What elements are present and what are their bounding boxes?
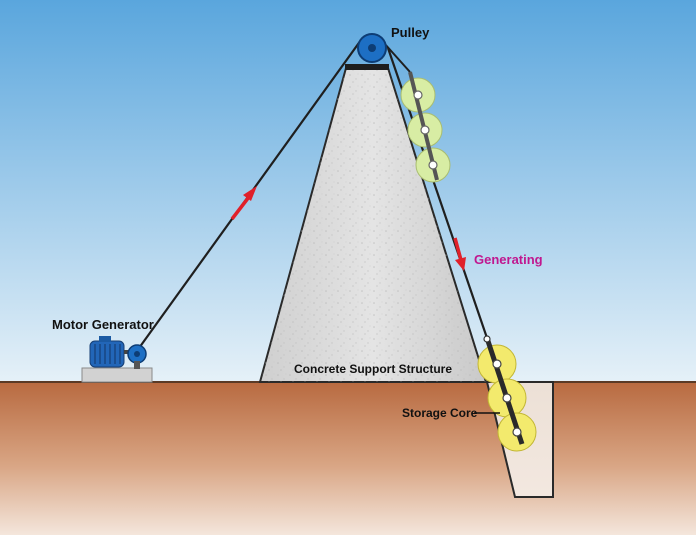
tower-cap bbox=[345, 64, 389, 70]
lower-weight-stack bbox=[477, 335, 537, 452]
pulley-label: Pulley bbox=[391, 25, 430, 40]
motor-generator-icon bbox=[81, 336, 153, 383]
generating-label: Generating bbox=[474, 252, 543, 267]
motor-generator-label: Motor Generator bbox=[52, 317, 154, 332]
generating-arrow-icon bbox=[453, 237, 466, 271]
ground bbox=[0, 382, 696, 535]
upper-weight-stack bbox=[400, 71, 451, 183]
pulley-icon bbox=[357, 33, 387, 63]
storage-core-label: Storage Core bbox=[402, 406, 478, 420]
lift-arrow-icon bbox=[230, 186, 257, 221]
motor-base bbox=[81, 367, 153, 383]
concrete-support-label: Concrete Support Structure bbox=[294, 362, 452, 376]
